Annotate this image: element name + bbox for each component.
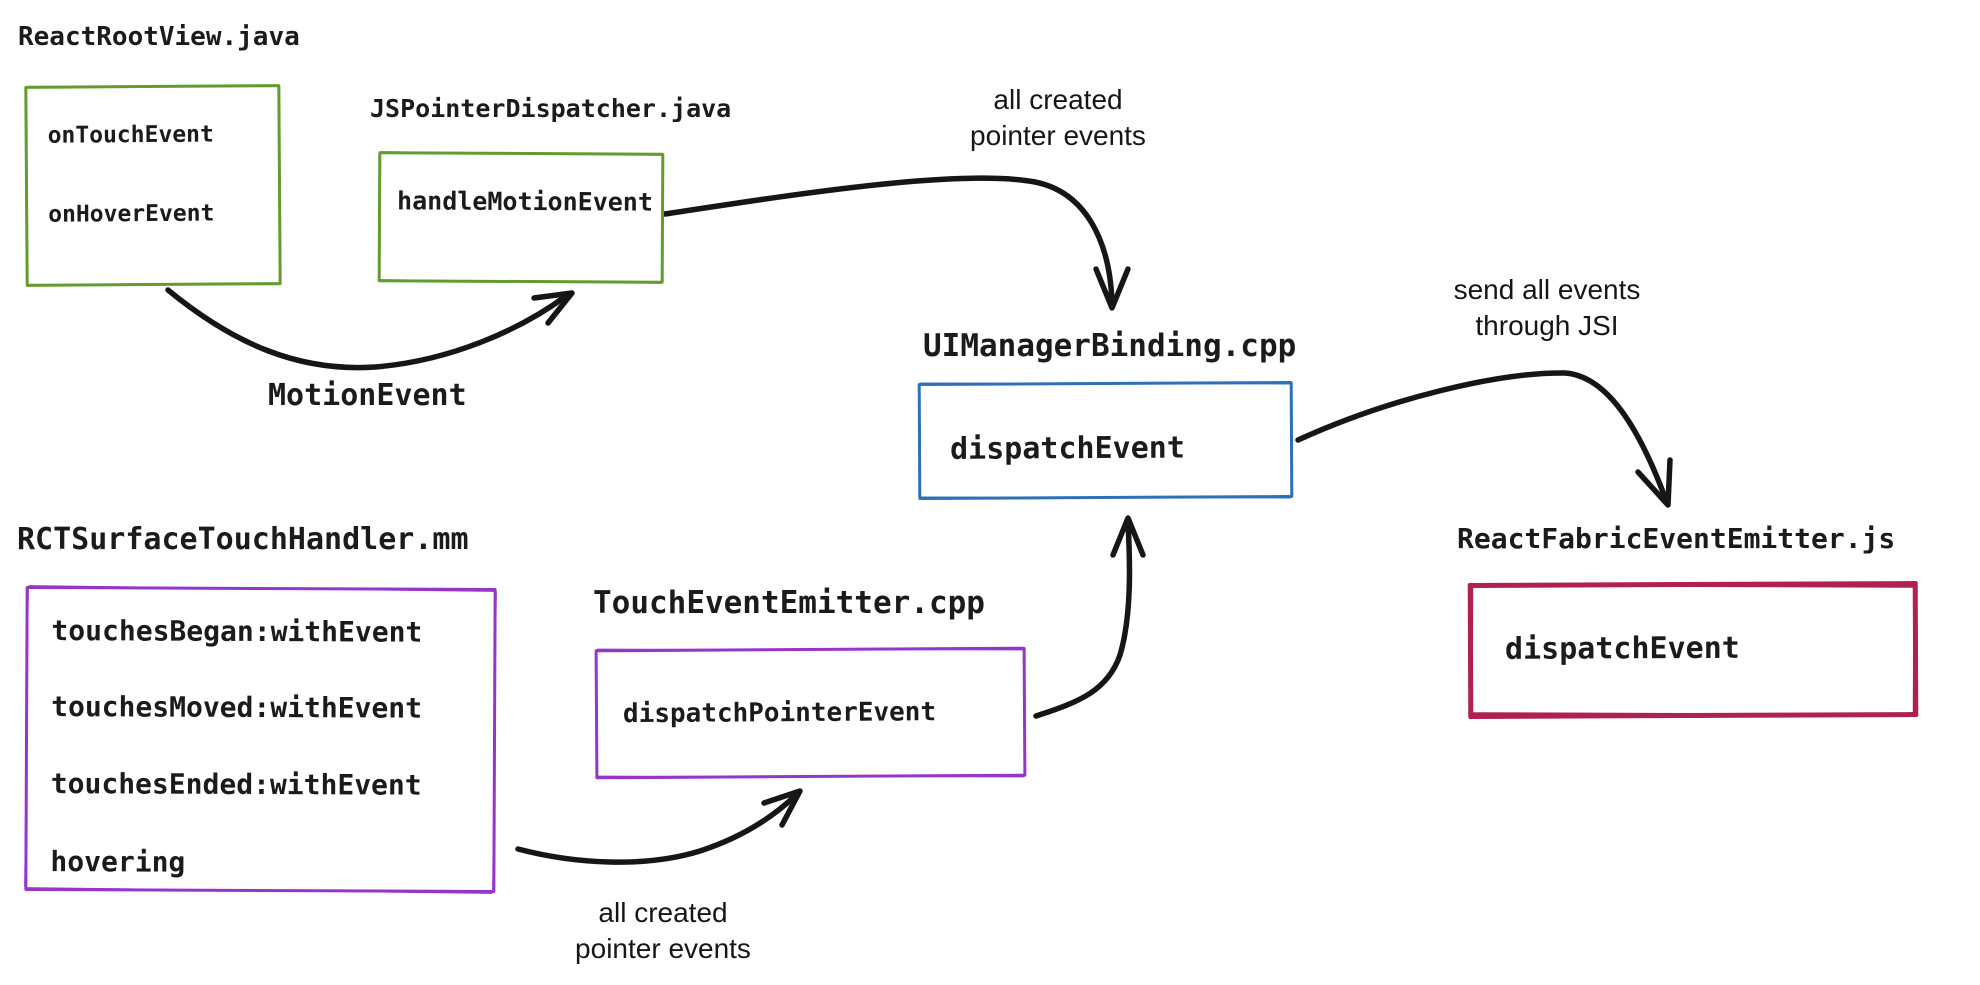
file-label-uimanagerbinding: UIManagerBinding.cpp: [923, 328, 1297, 364]
box-rctsurfacetouchhandler: touchesBegan:withEvent touchesMoved:with…: [24, 585, 497, 894]
file-label-reactfabriceventemitter: ReactFabricEventEmitter.js: [1457, 522, 1896, 555]
arrow-jsi-head: [1635, 457, 1673, 508]
arrow-motionevent-curve: [165, 287, 569, 371]
edge-label-line: through JSI: [1475, 310, 1619, 341]
arrow-motionevent-head: [531, 290, 575, 326]
edge-label-line: pointer events: [970, 120, 1146, 151]
box-reactrootview: onTouchEvent onHoverEvent: [24, 84, 282, 287]
file-label-rctsurfacetouchhandler: RCTSurfaceTouchHandler.mm: [17, 522, 469, 557]
method-handlemotionevent: handleMotionEvent: [397, 186, 654, 217]
method-touchesended: touchesEnded:withEvent: [50, 767, 422, 802]
method-dispatchevent-fabric: dispatchEvent: [1504, 630, 1740, 667]
edge-label-bottom-pointer-events: all created pointer events: [523, 895, 803, 967]
arrow-top-pointer-head: [1093, 266, 1131, 311]
method-hovering: hovering: [50, 845, 186, 879]
box-reactfabriceventemitter: dispatchEvent: [1467, 581, 1919, 719]
edge-label-motionevent: MotionEvent: [268, 378, 467, 413]
method-touchesbegan: touchesBegan:withEvent: [51, 614, 423, 649]
edge-label-line: pointer events: [575, 933, 751, 964]
arrow-up-dispatch-curve: [1033, 519, 1133, 719]
box-uimanagerbinding: dispatchEvent: [917, 381, 1294, 500]
box-toucheventemitter: dispatchPointerEvent: [594, 646, 1027, 780]
method-ontouchevent: onTouchEvent: [47, 121, 214, 149]
arrow-jsi-curve: [1295, 370, 1669, 503]
edge-label-line: all created: [598, 897, 728, 928]
arrow-bottom-pointer-head: [761, 788, 803, 828]
method-touchesmoved: touchesMoved:withEvent: [51, 690, 423, 725]
method-onhoverevent: onHoverEvent: [48, 200, 215, 228]
edge-label-line: send all events: [1453, 274, 1641, 305]
file-label-jspointerdispatcher: JSPointerDispatcher.java: [370, 94, 732, 123]
method-dispatchpointerevent: dispatchPointerEvent: [622, 697, 937, 730]
file-label-reactrootview: ReactRootView.java: [18, 22, 300, 52]
arrow-top-pointer-curve: [662, 175, 1115, 306]
edge-label-line: all created: [993, 84, 1123, 115]
edge-label-top-pointer-events: all created pointer events: [918, 82, 1198, 154]
arrow-bottom-pointer-curve: [515, 792, 799, 865]
edge-label-send-through-jsi: send all events through JSI: [1407, 272, 1687, 344]
method-dispatchevent-uimanager: dispatchEvent: [949, 430, 1185, 467]
arrow-up-dispatch-head: [1110, 515, 1146, 558]
box-jspointerdispatcher: handleMotionEvent: [377, 151, 665, 284]
file-label-toucheventemitter: TouchEventEmitter.cpp: [593, 585, 985, 621]
